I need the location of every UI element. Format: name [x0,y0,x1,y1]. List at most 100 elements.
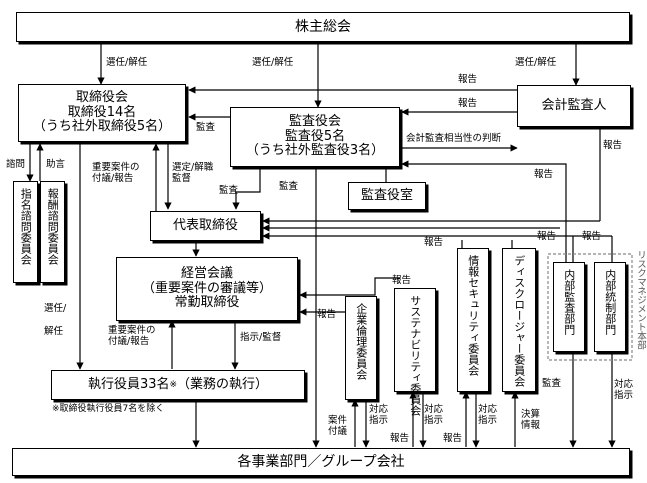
label-respond-sustain: 対応 指示 [424,404,444,427]
label-respond-control: 対応 指示 [614,379,634,402]
management-title: 経営会議 [180,265,233,281]
label-respond-infosec: 対応 指示 [478,404,498,427]
label-important-2-line1: 重要案件の [108,325,156,336]
nomination-committee-label: 指名諮問委員会 [19,188,33,265]
label-report-control: 報告 [582,231,602,242]
remuneration-committee-label: 報酬諮問委員会 [46,188,60,265]
board-outside: （うち社外取締役5名） [32,119,172,135]
label-respond-sustain-2: 指示 [424,414,444,426]
label-respond-infosec-1: 対応 [478,404,498,415]
label-report-ethics: 報告 [317,309,337,320]
label-select-line2: 監督 [172,172,192,184]
auditors-title: 監査役会 [288,113,341,129]
label-report-sustain-bottom: 報告 [443,433,463,444]
label-select-line1: 選定/解職 [172,162,214,173]
report-audit-dept-to-auditors [401,160,567,262]
label-report-ethics-bottom: 報告 [390,433,410,444]
label-important-2-line2: 付議/報告 [108,335,150,347]
label-consult: 諮問 [6,159,26,170]
board-count: 取締役14名 [67,104,137,120]
remuneration-committee-box: 報酬諮問委員会 [40,181,65,283]
sustainability-committee-label: サステナビリティ委員会 [408,295,422,416]
representative-label: 代表取締役 [172,217,238,233]
label-elect-exec-line2: 解任 [44,325,64,337]
executive-mark: ※ [169,379,178,390]
auditors-box: 監査役会 監査役5名 （うち社外監査役3名） [230,107,400,167]
business-units-label: 各事業部門／グループ会社 [237,453,405,470]
infosec-committee-label: 情報セキュリティ委員会 [466,255,480,376]
disclosure-committee-label: ディスクロージャー委員会 [512,255,526,387]
label-report-1: 報告 [458,74,478,85]
label-audit-mid: 監査 [279,181,299,192]
label-report-2: 報告 [458,98,478,109]
board-title: 取締役会 [75,89,128,105]
label-audit-rep: 監査 [219,185,239,196]
label-important-1: 重要案件の 付議/報告 [92,162,140,185]
label-respond-ethics-2: 指示 [369,414,389,426]
auditors-count: 監査役5名 [284,128,346,144]
label-important-2: 重要案件の 付議/報告 [108,325,156,348]
internal-audit-label: 内部監査部門 [562,269,576,335]
arrow-audit-representative [232,168,261,210]
internal-control-box: 内部統制部門 [594,262,626,352]
label-elect-accounting: 選任/解任 [515,57,557,68]
label-report-disclosure: 報告 [537,231,557,242]
label-respond-control-1: 対応 [614,379,634,390]
label-respond-infosec-2: 指示 [478,414,498,426]
audit-office-box: 監査役室 [348,182,426,210]
label-respond-ethics-1: 対応 [369,404,389,415]
ethics-committee-box: 企業倫理委員会 [345,296,377,400]
management-desc: （重要案件の審議等） [141,280,272,296]
label-instruct-supervise: 指示/監督 [240,332,282,343]
label-elect-board: 選任/解任 [106,57,148,68]
label-important-1-line1: 重要案件の [92,162,140,173]
label-respond-control-2: 指示 [614,389,634,401]
label-settlement-2: 情報 [521,419,541,431]
label-audit-dept: 監査 [542,378,562,389]
label-report-accounting-side: 報告 [603,140,623,151]
executive-suffix: （業務の執行） [177,376,269,392]
label-settlement: 決算 情報 [521,409,541,432]
representative-box: 代表取締役 [150,211,261,241]
report-sustain [299,277,400,299]
label-settlement-1: 決算 [521,409,541,420]
executive-officers-box: 執行役員33名※（業務の執行） [51,370,305,400]
sustainability-committee-box: サステナビリティ委員会 [394,288,436,416]
board-box: 取締役会 取締役14名 （うち社外取締役5名） [18,84,186,142]
label-agenda-line2: 付議 [328,425,348,437]
label-respond-sustain-1: 対応 [424,404,444,415]
executive-note: ※取締役執行役員7名を除く [52,404,165,414]
label-elect-auditors: 選任/解任 [252,57,294,68]
label-audit-board: 監査 [196,122,216,133]
label-select-dismiss: 選定/解職 監督 [172,162,214,185]
label-elect-exec-line1: 選任/ [44,303,67,314]
label-report-sustain: 報告 [392,275,412,286]
label-report-accounting-2: 報告 [534,169,554,180]
label-advise: 助言 [46,159,66,170]
internal-control-label: 内部統制部門 [603,269,617,335]
label-important-1-line2: 付議/報告 [92,172,134,184]
label-report-infosec: 報告 [424,237,444,248]
nomination-committee-box: 指名諮問委員会 [13,181,38,283]
label-elect-exec: 選任/ 解任 [44,303,67,338]
risk-frame [547,253,633,361]
management-members: 常勤取締役 [174,295,240,311]
label-accounting-judgment: 会計監査相当性の判断 [406,133,502,144]
shareholders-box: 株主総会 [16,12,630,42]
disclosure-committee-box: ディスクロージャー委員会 [502,248,536,392]
business-units-box: 各事業部門／グループ会社 [12,448,630,476]
accounting-auditor-label: 会計監査人 [541,97,607,113]
risk-hq-label: リスクマネジメント本部 [635,250,646,349]
label-respond-ethics: 対応 指示 [369,404,389,427]
auditors-outside: （うち社外監査役3名） [245,143,385,159]
ethics-committee-label: 企業倫理委員会 [354,303,368,380]
accounting-auditor-box: 会計監査人 [517,85,631,127]
audit-office-label: 監査役室 [360,187,413,203]
internal-audit-box: 内部監査部門 [553,262,585,352]
infosec-committee-box: 情報セキュリティ委員会 [457,248,489,392]
management-council-box: 経営会議 （重要案件の審議等） 常勤取締役 [116,257,298,321]
shareholders-label: 株主総会 [295,18,351,35]
executive-label: 執行役員33名 [87,376,170,392]
label-agenda-line1: 案件 [328,415,348,426]
